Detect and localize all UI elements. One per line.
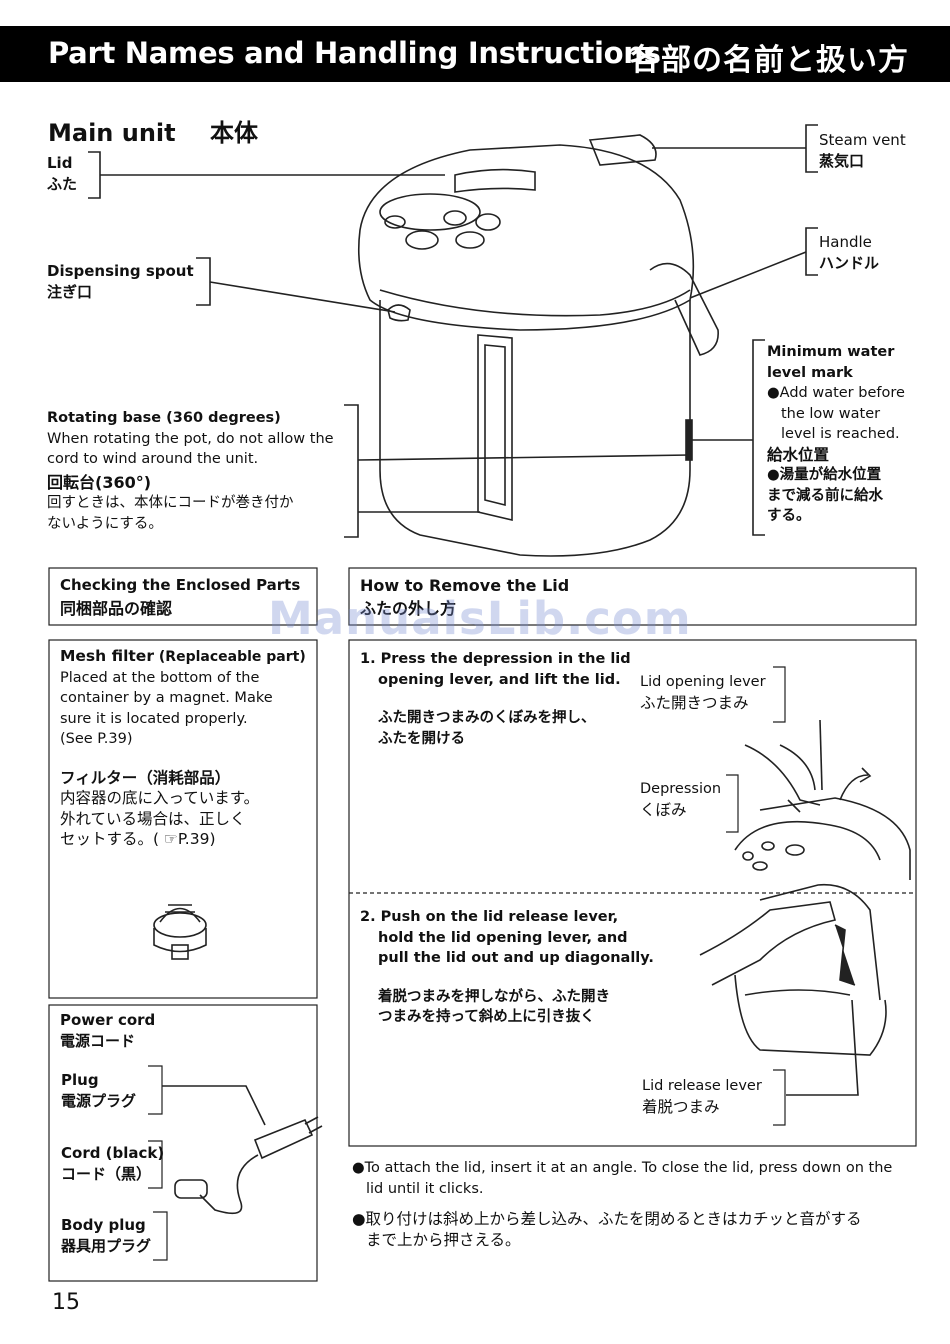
step-2-line-3: pull the lid out and up diagonally. [378,950,654,966]
min-water-title-1: Minimum water [767,344,895,360]
header-title-en: Part Names and Handling Instructions [48,36,661,70]
min-water-title-jp: 給水位置 [767,445,830,464]
main-unit-title-en: Main unit [48,119,176,147]
lid-release-illustration [699,883,887,1096]
mesh-filter-line-2: container by a magnet. Make [60,690,273,706]
rotating-base-desc-jp-2: ないようにする。 [47,515,163,532]
rotating-base-desc-en-2: cord to wind around the unit. [47,451,259,467]
plug-jp: 電源プラグ [61,1092,137,1110]
min-water-label: Minimum water level mark ●Add water befo… [767,342,947,527]
min-water-note-3: level is reached. [781,426,900,442]
dispensing-spout-jp: 注ぎ口 [47,283,93,301]
remove-lid-title-jp: ふたの外し方 [360,599,457,618]
body-plug-jp: 器具用プラグ [61,1237,152,1255]
lid-release-lever-jp: 着脱つまみ [642,1097,720,1116]
lid-release-lever-label: Lid release lever 着脱つまみ [642,1076,762,1117]
step-2-line-1: 2. Push on the lid release lever, [360,909,619,925]
lid-label-en: Lid [47,154,73,172]
header-title-jp: 各部の名前と扱い方 [630,43,909,78]
handle-jp: ハンドル [819,254,880,272]
min-water-note-jp-3: する。 [767,508,811,524]
body-plug-label: Body plug 器具用プラグ [61,1215,151,1257]
remove-lid-heading: How to Remove the Lid ふたの外し方 [360,575,569,619]
lid-release-lever-en: Lid release lever [642,1078,762,1094]
cord-jp: コード（黒） [61,1165,152,1183]
mesh-filter-title-paren: (Replaceable part) [158,649,306,665]
attach-note-jp-1: ●取り付けは斜め上から差し込み、ふたを閉めるときはカチッと音がする [352,1210,862,1228]
lid-opening-lever-label: Lid opening lever ふた開きつまみ [640,672,766,713]
step-1-line-2: opening lever, and lift the lid. [378,671,621,688]
mesh-filter-jp-2: 外れている場合は、正しく [60,809,246,828]
main-unit-title-jp: 本体 [209,119,258,147]
rotating-base-title-en: Rotating base (360 degrees) [47,410,281,426]
rotating-base-title-jp: 回転台(360°) [47,472,152,492]
mesh-filter-illustration [153,904,207,960]
depression-jp: くぼみ [640,800,687,819]
steam-vent-jp: 蒸気口 [819,152,865,170]
rotating-base-label: Rotating base (360 degrees) When rotatin… [47,408,347,534]
pot-illustration [357,134,719,557]
step-2: 2. Push on the lid release lever, hold t… [360,907,680,1028]
rotating-base-desc-en-1: When rotating the pot, do not allow the [47,430,334,447]
min-water-note-2: the low water [781,405,881,422]
rotating-base-desc-jp-1: 回すときは、本体にコードが巻き付か [47,495,294,511]
page-header: Part Names and Handling Instructions 各部の… [0,26,950,82]
min-water-title-2: level mark [767,364,853,381]
enclosed-parts-title-en: Checking the Enclosed Parts [60,576,301,594]
attach-lid-note: ●To attach the lid, insert it at an angl… [352,1158,932,1250]
plug-label: Plug 電源プラグ [61,1070,136,1112]
lid-open-illustration [734,719,911,880]
power-cord-heading: Power cord 電源コード [60,1010,155,1052]
power-cord-illustration [162,1085,323,1215]
mesh-filter-line-3: sure it is located properly. [60,710,248,727]
dispensing-spout-label: Dispensing spout 注ぎ口 [47,261,194,303]
attach-note-jp-2: まで上から押さえる。 [366,1230,521,1249]
enclosed-parts-title-jp: 同梱部品の確認 [60,599,173,618]
mesh-filter-jp-1: 内容器の底に入っています。 [60,789,260,807]
mesh-filter-title: Mesh filter [60,647,154,665]
attach-note-en-1: ●To attach the lid, insert it at an angl… [352,1160,893,1176]
lid-label-jp: ふた [47,175,78,193]
lid-opening-lever-jp: ふた開きつまみ [640,693,749,712]
mesh-filter-line-4: (See P.39) [60,731,133,747]
min-water-note-jp-1: ●湯量が給水位置 [767,467,882,483]
step-1-jp-2: ふたを開ける [378,730,465,747]
handle-en: Handle [819,233,872,251]
step-1-line-1: 1. Press the depression in the lid [360,651,631,667]
remove-lid-title-en: How to Remove the Lid [360,576,570,595]
step-2-line-2: hold the lid opening lever, and [378,929,628,946]
enclosed-parts-heading: Checking the Enclosed Parts 同梱部品の確認 [60,575,300,619]
cord-en: Cord (black) [61,1144,165,1162]
min-water-note-jp-2: まで減る前に給水 [767,487,883,504]
watermark: ManualsLib.com [268,592,692,645]
lid-label: Lid ふた [47,153,77,195]
handle-label: Handle ハンドル [819,232,879,274]
steam-vent-label: Steam vent 蒸気口 [819,130,906,172]
step-2-jp-2: つまみを持って斜め上に引き抜く [378,1009,595,1025]
step-1-jp-1: ふた開きつまみのくぼみを押し、 [378,710,596,726]
body-plug-en: Body plug [61,1216,146,1234]
main-unit-title: Main unit 本体 [48,113,258,148]
mesh-filter-jp-3: セットする。( ☞P.39) [60,830,216,848]
steam-vent-en: Steam vent [819,131,906,149]
depression-label: Depression くぼみ [640,779,721,820]
cord-label: Cord (black) コード（黒） [61,1143,164,1185]
mesh-filter-jp-title: フィルター（消耗部品） [60,768,231,787]
plug-en: Plug [61,1071,99,1089]
step-2-jp-1: 着脱つまみを押しながら、ふた開き [378,988,610,1005]
power-cord-title-en: Power cord [60,1011,156,1029]
depression-en: Depression [640,781,722,797]
attach-note-en-2: lid until it clicks. [366,1180,484,1197]
mesh-filter-line-1: Placed at the bottom of the [60,669,260,686]
page-number: 15 [52,1290,80,1315]
dispensing-spout-en: Dispensing spout [47,262,194,280]
lid-opening-lever-en: Lid opening lever [640,674,766,690]
mesh-filter-section: Mesh filter (Replaceable part) Placed at… [60,646,315,850]
power-cord-title-jp: 電源コード [60,1032,136,1050]
min-water-note-1: ●Add water before [767,385,905,401]
step-1: 1. Press the depression in the lid openi… [360,649,650,749]
